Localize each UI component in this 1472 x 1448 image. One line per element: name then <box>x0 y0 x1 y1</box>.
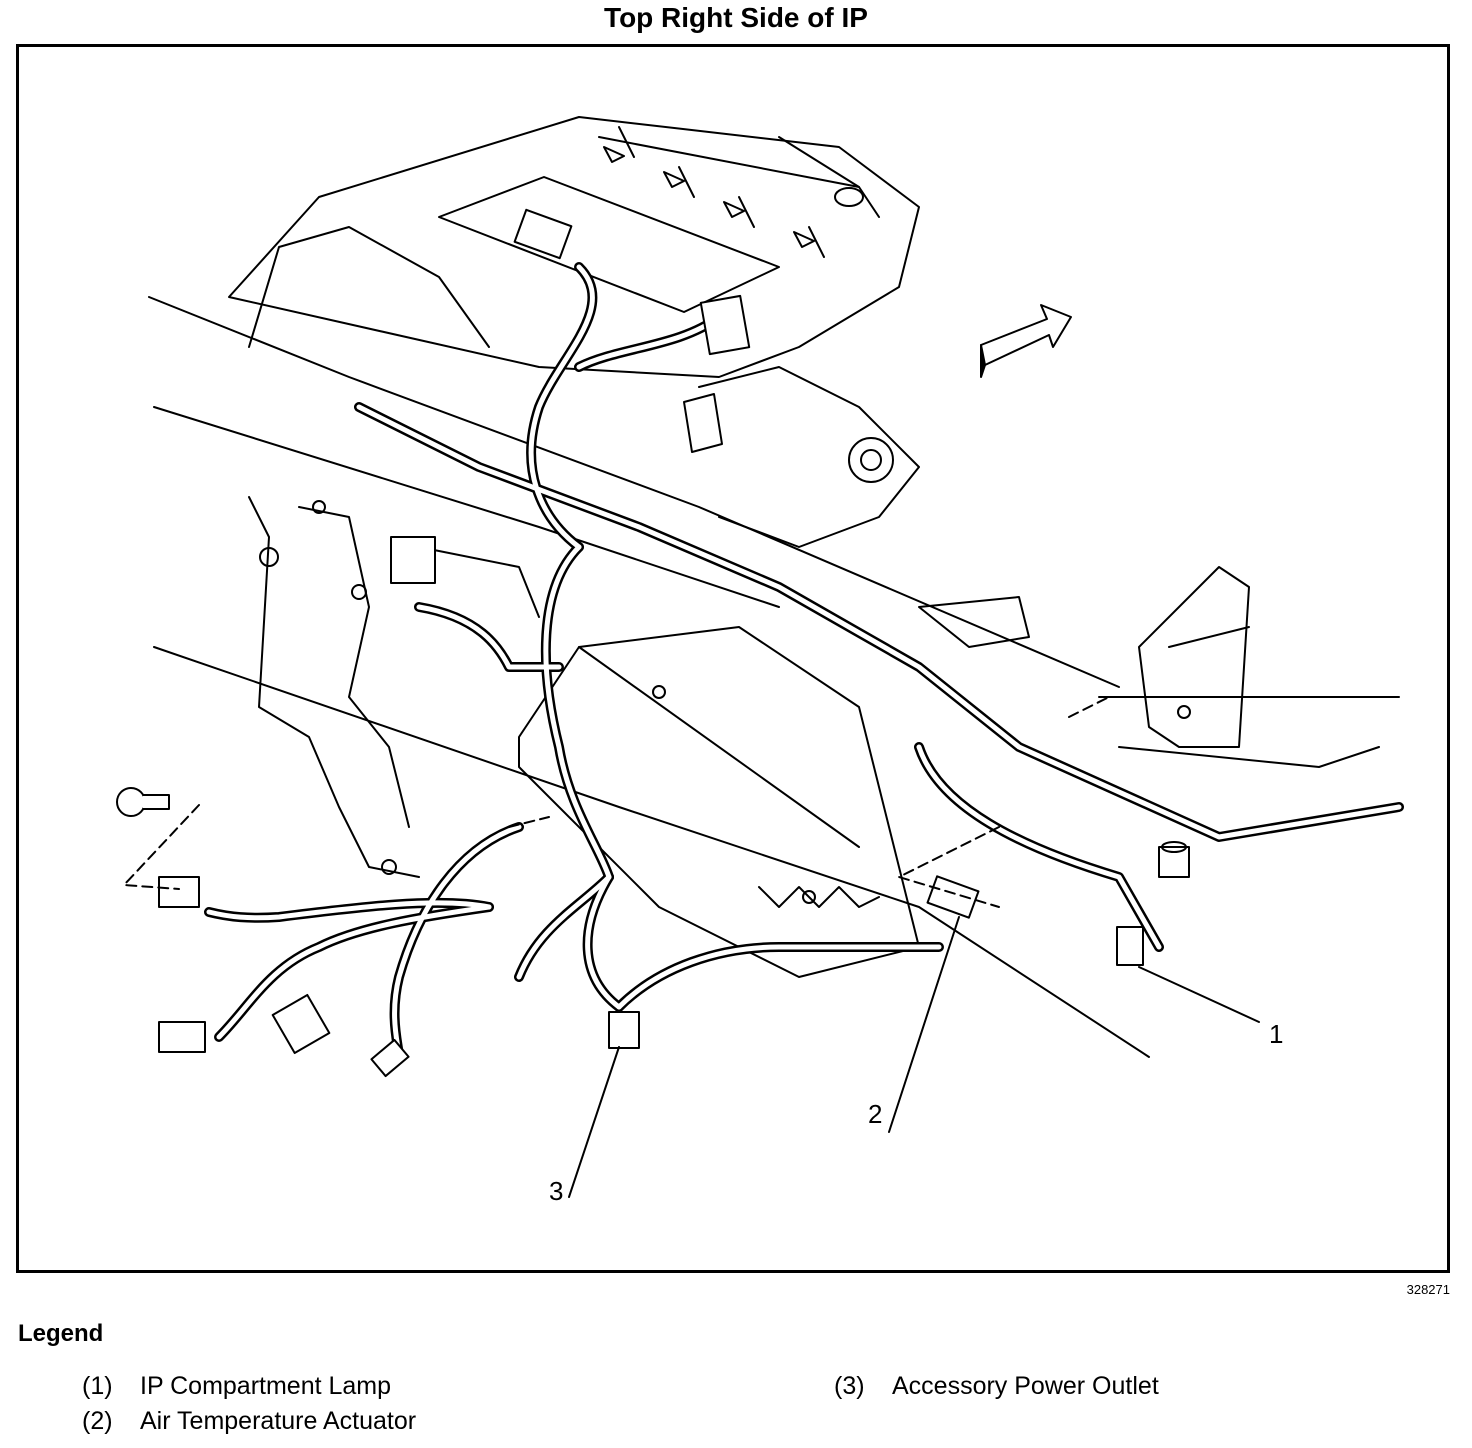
legend-item-label: Air Temperature Actuator <box>140 1407 417 1435</box>
callout-number-1: 1 <box>1269 1019 1283 1049</box>
legend-item-number: (2) <box>82 1407 113 1435</box>
callout-number-3: 3 <box>549 1176 563 1206</box>
legend-item-label: Accessory Power Outlet <box>892 1372 1159 1400</box>
legend-item: (3) Accessory Power Outlet <box>834 1372 1159 1401</box>
callout-leader-1 <box>1138 966 1260 1023</box>
legend-item-number: (1) <box>82 1372 113 1400</box>
legend-item-number: (3) <box>834 1372 865 1400</box>
callouts <box>568 916 1260 1198</box>
diagram-frame: 1 2 3 <box>16 44 1450 1273</box>
connector-ip-compartment-lamp <box>1116 926 1144 966</box>
callout-leader-3 <box>568 1046 620 1198</box>
connector-accessory-power <box>608 1011 640 1049</box>
connectors <box>158 208 1144 1078</box>
figure-id: 328271 <box>1406 1282 1450 1297</box>
callout-leader-2 <box>888 916 960 1133</box>
wiring-illustration: 1 2 3 <box>116 116 1404 1206</box>
legend-item: (1) IP Compartment Lamp <box>82 1372 391 1401</box>
connector-air-temp-actuator <box>926 875 980 919</box>
dashed-leaders <box>508 696 1110 908</box>
legend-item-label: IP Compartment Lamp <box>140 1372 392 1400</box>
wiring-harness <box>204 262 1404 1062</box>
callout-number-2: 2 <box>868 1099 882 1129</box>
diagram-title: Top Right Side of IP <box>604 2 868 33</box>
harness-inner <box>206 264 1402 1060</box>
right-bracket <box>918 566 1400 878</box>
legend-item: (2) Air Temperature Actuator <box>82 1407 416 1436</box>
legend-heading: Legend <box>18 1320 104 1347</box>
bulb <box>116 787 200 890</box>
upper-module-housing <box>228 116 920 548</box>
connector-lamp-pigtail <box>158 876 200 908</box>
direction-arrow <box>980 304 1072 378</box>
dash-crossbeam <box>148 296 1150 1058</box>
